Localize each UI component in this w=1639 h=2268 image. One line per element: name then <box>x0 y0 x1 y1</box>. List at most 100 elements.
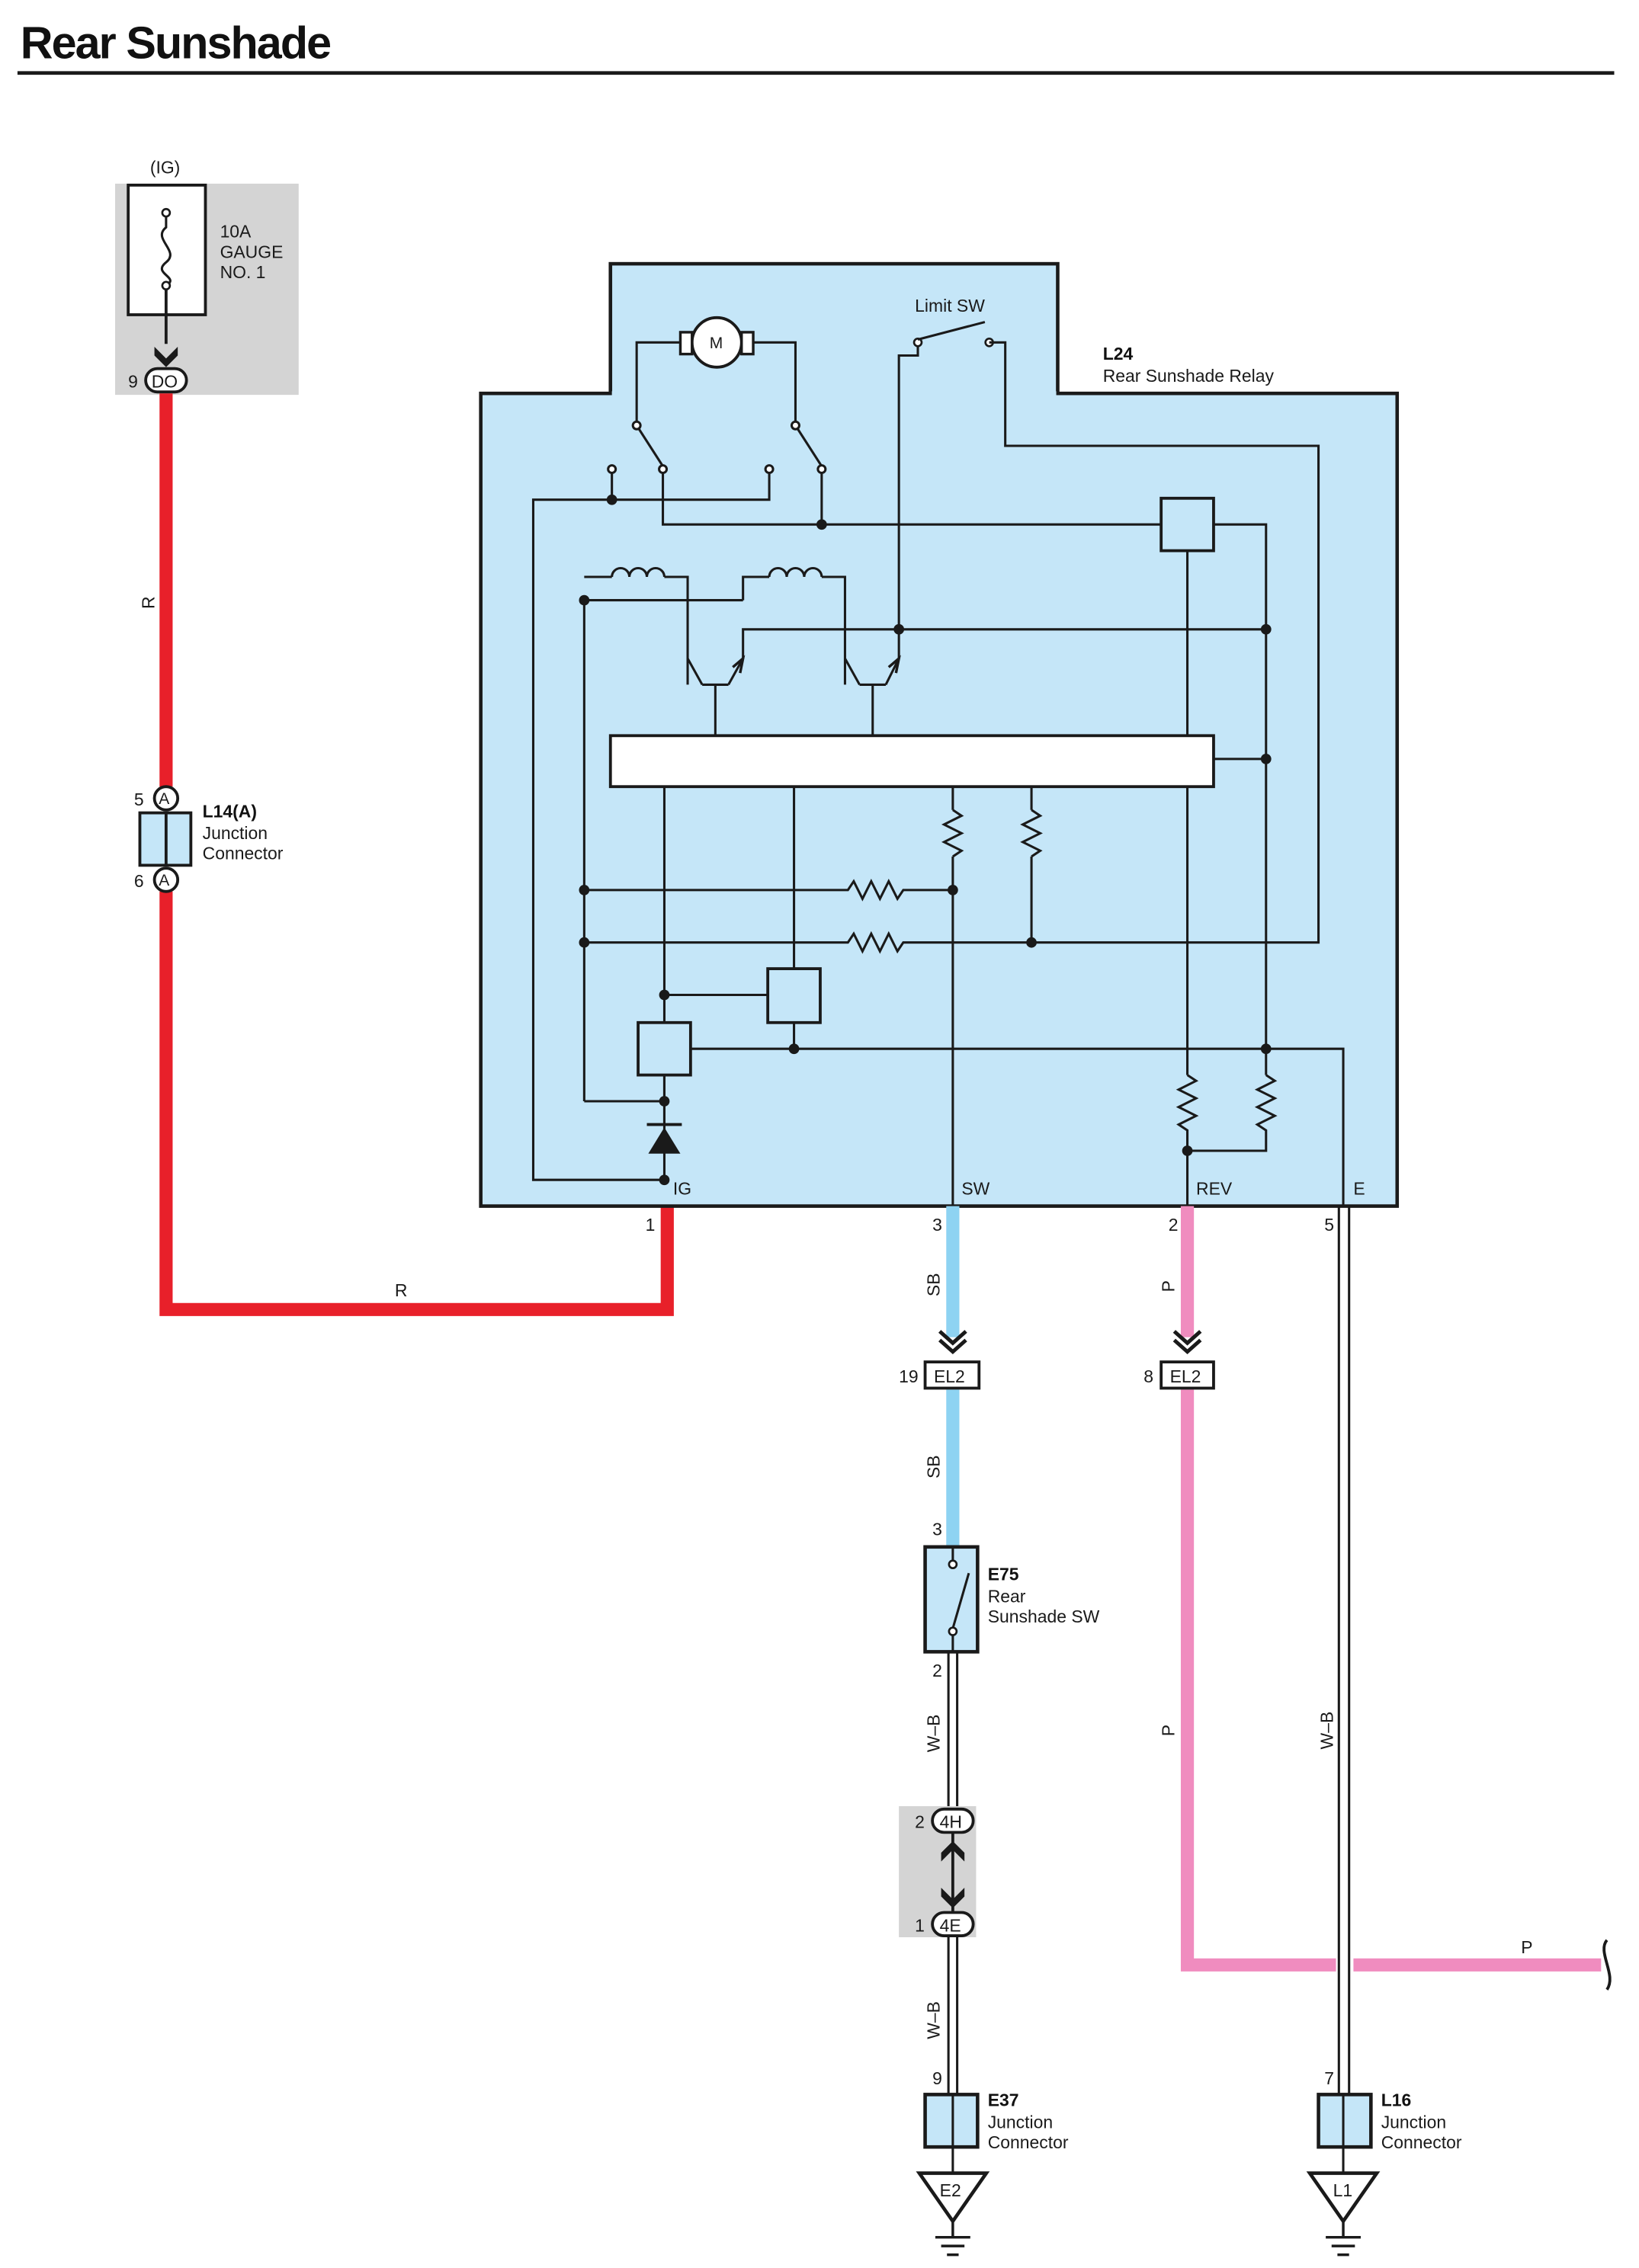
junction-l14a-letter-top: A <box>159 790 169 808</box>
junction-l14a-pin-bottom-number: 6 <box>134 871 144 891</box>
relay-id: L24 <box>1103 344 1134 364</box>
terminal-ig-label: IG <box>673 1178 691 1198</box>
resistor-row-1-icon <box>584 879 953 902</box>
fuse-gauge-no1: (IG) 10A GAUGE NO. 1 DO 9 <box>114 158 299 396</box>
transistor-2-icon <box>844 629 900 736</box>
connector-el2-sw-box <box>923 1360 981 1390</box>
dot <box>893 623 905 635</box>
dot <box>659 989 670 1001</box>
connector-el2-sw-pin: 19 <box>899 1366 919 1386</box>
switch-e75-id: E75 <box>988 1565 1019 1584</box>
wire-red: R R <box>139 393 674 1316</box>
junction-l16: 7 L16 Junction Connector L1 <box>1306 2068 1462 2257</box>
motor-label: M <box>710 335 723 352</box>
wire-p-label-1: P <box>1158 1280 1178 1292</box>
ground-e2-triangle-icon <box>916 2171 990 2225</box>
contact-a2 <box>607 464 617 475</box>
relay-motor-housing <box>608 261 1060 397</box>
dot <box>788 1043 800 1055</box>
fuse-terminal-top <box>161 207 172 218</box>
terminal-sw-label: SW <box>961 1178 989 1198</box>
dot <box>1260 754 1272 764</box>
switch-e75-blade-icon <box>951 1572 970 1629</box>
wire-wb-ground: W–B <box>1317 1206 1354 2095</box>
junction-e37-line2: Connector <box>988 2132 1069 2152</box>
junction-l14a-pin-top <box>152 785 180 812</box>
ground-l1-triangle-icon <box>1306 2171 1381 2225</box>
motor-brush-right <box>740 331 755 356</box>
connector-4h-pin: 2 <box>915 1812 925 1832</box>
dot <box>606 494 617 505</box>
connector-el2-rev: EL2 8 <box>1143 1330 1215 1390</box>
junction-e37-pin: 9 <box>932 2068 942 2088</box>
junction-l14a: A A 5 6 L14(A) Junction Connector <box>134 785 284 893</box>
wire-sb-label-1: SB <box>924 1273 944 1297</box>
dot <box>1260 1043 1272 1055</box>
terminal-rev-pin: 2 <box>1169 1215 1179 1235</box>
control-ic <box>608 734 1215 789</box>
connector-4e-chevron-icon <box>941 1888 965 1908</box>
wire-red-label-vertical: R <box>139 596 159 609</box>
relay-box-top <box>1159 496 1215 553</box>
connector-el2-sw-label: EL2 <box>934 1366 965 1386</box>
motor: M <box>635 316 797 423</box>
switch-e75-pin-bottom: 2 <box>932 1661 942 1680</box>
contact-blade-left <box>635 424 664 467</box>
wire-wb-switch: W–B 4H 2 4E 1 W–B <box>899 1651 977 2095</box>
junction-l16-pin: 7 <box>1324 2068 1334 2088</box>
connector-el2-sw-chevron-icon <box>938 1330 967 1355</box>
terminal-sw-pin: 3 <box>932 1215 942 1235</box>
motor-brush-left <box>678 331 694 356</box>
junction-e37: 9 E37 Junction Connector E2 <box>916 2068 1069 2257</box>
junction-l16-line2: Connector <box>1381 2132 1462 2152</box>
switch-e75-line2: Sunshade SW <box>988 1606 1100 1626</box>
ground-l1-symbol-icon <box>1326 2221 1361 2257</box>
switch-e75-contact-bottom <box>948 1626 958 1636</box>
junction-e37-line1: Junction <box>988 2112 1053 2132</box>
fuse-connector-label: DO <box>152 372 178 392</box>
resistor-sw-vertical-icon <box>941 809 964 858</box>
fuse-circuit-label: (IG) <box>150 158 180 178</box>
wire-sky-blue: SB SB <box>924 1206 960 1547</box>
relay-box-mid <box>766 967 822 1024</box>
relay-body <box>479 391 1400 1208</box>
resistor-rev-1-icon <box>1176 1074 1199 1206</box>
switch-e75-pin-top: 3 <box>932 1520 942 1539</box>
wire-red-label-horizontal: R <box>395 1280 408 1300</box>
connector-el2-sw: EL2 19 <box>899 1330 981 1390</box>
junction-l14a-line1: Junction <box>203 823 268 843</box>
fuse-name-line2: NO. 1 <box>220 262 266 282</box>
motor-lead-right <box>753 341 797 423</box>
fuse-pin-number: 9 <box>128 372 138 392</box>
contact-b3 <box>816 464 827 475</box>
ground-e2-label: E2 <box>940 2180 961 2200</box>
ground-l1-label: L1 <box>1333 2180 1353 2200</box>
connector-el2-rev-box <box>1159 1360 1215 1390</box>
wire-wb-sw-label-1: W–B <box>924 1715 944 1753</box>
fuse-connector-chevron-icon <box>154 347 178 367</box>
connector-el2-rev-pin: 8 <box>1143 1366 1153 1386</box>
connector-4h-label: 4H <box>940 1812 962 1832</box>
terminal-e-pin: 5 <box>1324 1215 1334 1235</box>
wire-p-label-2: P <box>1158 1725 1178 1736</box>
junction-e37-body <box>923 2093 980 2149</box>
wire-wb-sw-label-2: W–B <box>924 2001 944 2039</box>
dot <box>579 937 590 948</box>
fuse-name-line1: GAUGE <box>220 242 284 261</box>
contact-b1 <box>790 420 800 431</box>
fuse-rating: 10A <box>220 222 252 242</box>
junction-l14a-letter-bottom: A <box>159 872 169 889</box>
contact-link-a2-b2 <box>611 473 771 501</box>
ground-bus <box>690 1047 1345 1206</box>
dot <box>659 1174 670 1186</box>
resistor-lim-vertical-icon <box>1020 809 1043 858</box>
relay-box-top-right-link <box>1213 523 1268 1049</box>
motor-lead-left <box>635 341 681 423</box>
relay-contacts <box>531 420 1162 1181</box>
junction-e37-id: E37 <box>988 2090 1019 2110</box>
transistor-2-arrow-icon <box>887 655 901 674</box>
relay-box-ig <box>637 1020 692 1077</box>
connector-4e-pin: 1 <box>915 1915 925 1935</box>
contact-a3 <box>658 464 669 475</box>
dot <box>1026 937 1037 948</box>
